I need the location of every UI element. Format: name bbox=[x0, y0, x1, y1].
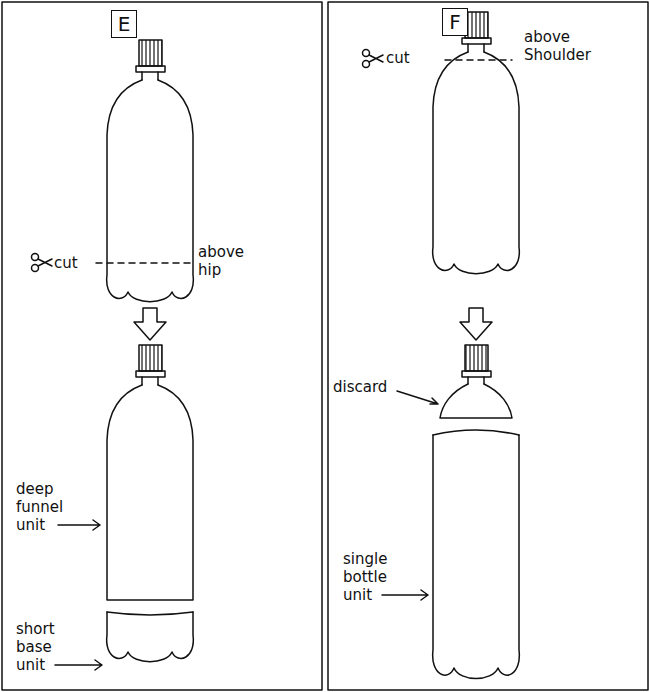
panel-frame bbox=[2, 2, 322, 690]
whole-bottle-part bbox=[468, 44, 484, 52]
panel-letter-box: E bbox=[111, 10, 137, 38]
scissors-symbol bbox=[363, 50, 384, 68]
part-label: cut bbox=[386, 49, 436, 67]
single-bottle-unit-part bbox=[433, 435, 520, 679]
part-label: single bottle unit bbox=[343, 550, 411, 604]
panel-letter: F bbox=[449, 12, 461, 32]
whole-bottle-part bbox=[433, 52, 520, 274]
whole-bottle bbox=[433, 12, 520, 274]
discard-piece bbox=[440, 345, 512, 418]
part-label: above Shoulder bbox=[524, 28, 636, 64]
part-label: above hip bbox=[198, 243, 260, 279]
cut-line bbox=[445, 59, 512, 61]
scissors-symbol-part bbox=[38, 259, 52, 266]
whole-bottle-part bbox=[462, 38, 491, 44]
part-label: cut bbox=[54, 254, 114, 272]
scissors-symbol-part bbox=[369, 55, 383, 62]
leader-arrow bbox=[55, 660, 102, 670]
panel-frame bbox=[328, 2, 648, 690]
part-label: deep funnel unit bbox=[16, 480, 78, 534]
whole-bottle-part bbox=[465, 12, 488, 38]
part-label: short base unit bbox=[16, 620, 68, 674]
whole-bottle-part bbox=[107, 80, 194, 302]
deep-funnel-unit-part bbox=[139, 345, 162, 371]
leader-arrow bbox=[382, 590, 428, 600]
discard-piece-part bbox=[440, 384, 512, 418]
deep-funnel-unit-part bbox=[136, 371, 165, 377]
short-base-unit-part bbox=[107, 612, 193, 615]
single-bottle-unit bbox=[433, 430, 520, 679]
short-base-unit bbox=[107, 612, 194, 662]
part-label: discard bbox=[333, 378, 413, 396]
panel-letter: E bbox=[118, 14, 131, 34]
down-arrow bbox=[460, 308, 492, 340]
cut-line bbox=[96, 262, 193, 264]
panel-letter-box: F bbox=[442, 8, 468, 36]
whole-bottle-part bbox=[139, 40, 162, 66]
whole-bottle-part bbox=[136, 66, 165, 72]
deep-funnel-unit-part bbox=[142, 377, 158, 385]
leader-arrow bbox=[397, 391, 438, 404]
discard-piece-part bbox=[462, 371, 491, 377]
short-base-unit-part bbox=[107, 612, 194, 662]
deep-funnel-unit bbox=[107, 345, 193, 600]
down-arrow bbox=[134, 308, 166, 340]
deep-funnel-unit-part bbox=[107, 385, 193, 600]
leader-arrow bbox=[58, 520, 100, 530]
single-bottle-unit-part bbox=[433, 430, 519, 435]
whole-bottle-part bbox=[142, 72, 158, 80]
scissors-symbol bbox=[32, 254, 53, 272]
discard-piece-part bbox=[468, 377, 484, 384]
discard-piece-part bbox=[465, 345, 488, 371]
